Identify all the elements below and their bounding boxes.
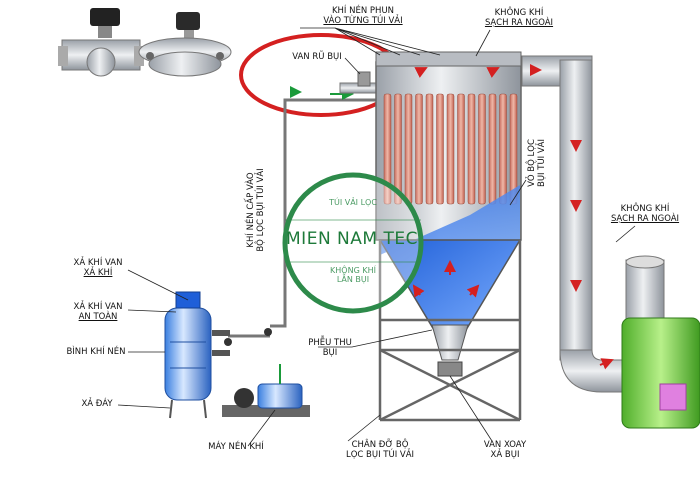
leader-lines	[117, 27, 636, 447]
compressed-air-line	[228, 98, 380, 338]
label-xa-khi-van-an-toan: XẢ KHÍ VAN AN TOÀN	[73, 302, 123, 322]
label-khi-nen-cap: KHÍ NÉN CẤP VÀO BỘ LỌC BỤI TÚI VẢI	[246, 168, 266, 252]
label-van-ru-bui: VAN RŨ BỤI	[292, 52, 342, 62]
filter-bag	[436, 93, 444, 205]
compressor	[222, 364, 310, 417]
label-pheu-thu-bui: PHỄU THU BỤI	[308, 338, 352, 358]
label-may-nen-khi: MÁY NÉN KHÍ	[208, 442, 264, 452]
watermark-top: TÚI VẢI LỌC	[329, 198, 377, 207]
filter-bag	[446, 93, 455, 205]
label-vo-bo-loc: VỎ BỘ LỌC BỤI TÚI VẢI	[527, 138, 547, 188]
label-xa-day: XẢ ĐÁY	[81, 399, 113, 409]
filter-bag	[478, 93, 486, 205]
filter-bag	[425, 93, 434, 205]
solenoid-valve-photo-1	[58, 8, 144, 77]
support-frame	[378, 240, 522, 422]
tank-fittings	[212, 328, 272, 356]
label-khong-khi-sach-top: KHÔNG KHÍ SẠCH RA NGOÀI	[484, 8, 554, 28]
filter-bag	[467, 93, 476, 205]
exhaust-fan	[621, 255, 700, 429]
watermark-brand: MIEN NAM TEC	[286, 229, 418, 249]
label-xa-khi-van: XẢ KHÍ VAN XẢ KHÍ	[73, 258, 123, 278]
solenoid-valve-photo-2	[138, 12, 232, 77]
label-khi-nen-phun: KHÍ NÉN PHUN VÀO TỪNG TÚI VẢI	[323, 6, 403, 26]
filter-bag	[457, 93, 465, 205]
label-van-xoay: VAN XOAY XẢ BỤI	[483, 440, 527, 460]
filter-bag	[415, 93, 423, 205]
filter-bags	[383, 93, 518, 205]
dirty-air-zone	[380, 185, 520, 255]
filter-bag	[394, 93, 402, 205]
label-khong-khi-sach-right: KHÔNG KHÍ SẠCH RA NGOÀI	[610, 204, 680, 224]
airflow-arrows	[412, 64, 614, 370]
label-chan-do: CHÂN ĐỠ BỘ LỌC BỤI TÚI VẢI	[345, 440, 415, 460]
label-binh-khi-nen: BÌNH KHÍ NÉN	[66, 347, 126, 357]
air-tank	[164, 291, 212, 419]
filter-bag	[383, 93, 392, 205]
watermark-bottom: KHÔNG KHÍ LẪN BỤI	[330, 266, 376, 284]
